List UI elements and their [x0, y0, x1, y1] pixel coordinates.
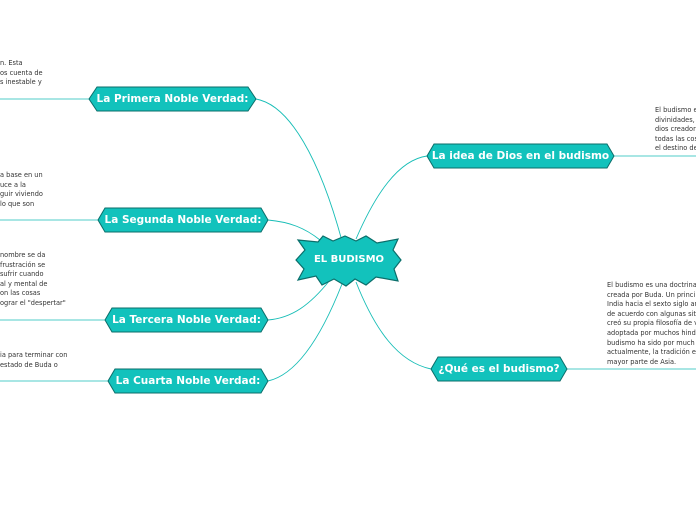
central-node-label[interactable]: EL BUDISMO — [313, 254, 385, 265]
branch-shape-que-es[interactable] — [430, 356, 568, 382]
branch-label-primera[interactable]: La Primera Noble Verdad: — [96, 93, 249, 105]
branch-label-que-es[interactable]: ¿Qué es el budismo? — [438, 363, 560, 375]
branch-shape-segunda[interactable] — [97, 207, 269, 233]
connector-cuarta — [267, 283, 343, 382]
connector-que-es — [355, 281, 432, 370]
note-segunda: a base en un uce a la guir viviendo lo q… — [0, 171, 43, 208]
branch-shape-tercera[interactable] — [104, 307, 269, 333]
connector-segunda — [267, 219, 321, 241]
note-que-es: El budismo es una doctrina creada por Bu… — [607, 281, 696, 366]
note-tercera: nombre se da frustración se sufrir cuand… — [0, 251, 66, 307]
branch-shape-cuarta[interactable] — [107, 368, 269, 394]
central-node-shape[interactable] — [295, 235, 402, 287]
branch-label-tercera[interactable]: La Tercera Noble Verdad: — [112, 314, 261, 326]
note-primera: n. Esta os cuenta de s inestable y — [0, 59, 43, 87]
branch-shape-primera[interactable] — [88, 86, 257, 112]
connector-dios — [355, 155, 428, 240]
branch-shape-dios[interactable] — [426, 143, 615, 169]
connector-primera — [255, 98, 343, 242]
branch-label-segunda[interactable]: La Segunda Noble Verdad: — [104, 214, 262, 226]
branch-label-dios[interactable]: La idea de Dios en el budismo — [431, 150, 610, 162]
note-cuarta: ia para terminar con estado de Buda o — [0, 351, 68, 369]
connector-tercera — [267, 279, 331, 321]
note-dios: El budismo e divinidades, dios creador t… — [655, 106, 696, 153]
branch-label-cuarta[interactable]: La Cuarta Noble Verdad: — [115, 375, 261, 387]
